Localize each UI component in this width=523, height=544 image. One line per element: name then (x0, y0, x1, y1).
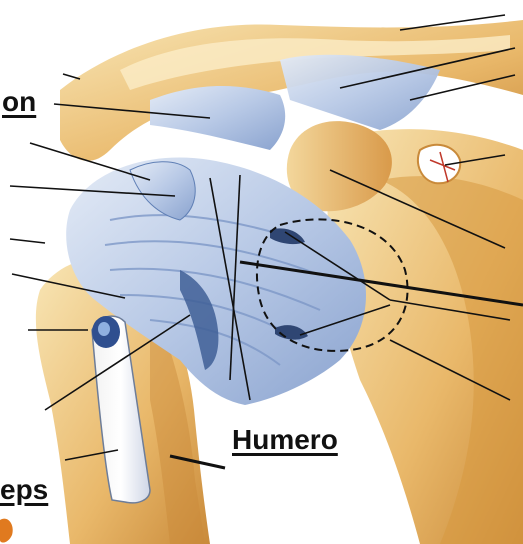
label-bottom-left: eps (0, 474, 48, 506)
leader-left-3 (10, 239, 45, 243)
top-ligament-left (150, 86, 285, 150)
label-humero: Humero (232, 424, 338, 456)
coracoacromial-ligament (280, 55, 440, 130)
bottom-blob (0, 519, 13, 543)
biceps-tendon-highlight (98, 322, 110, 336)
leader-short-top-left (63, 74, 80, 79)
label-top-left: on (2, 86, 36, 118)
